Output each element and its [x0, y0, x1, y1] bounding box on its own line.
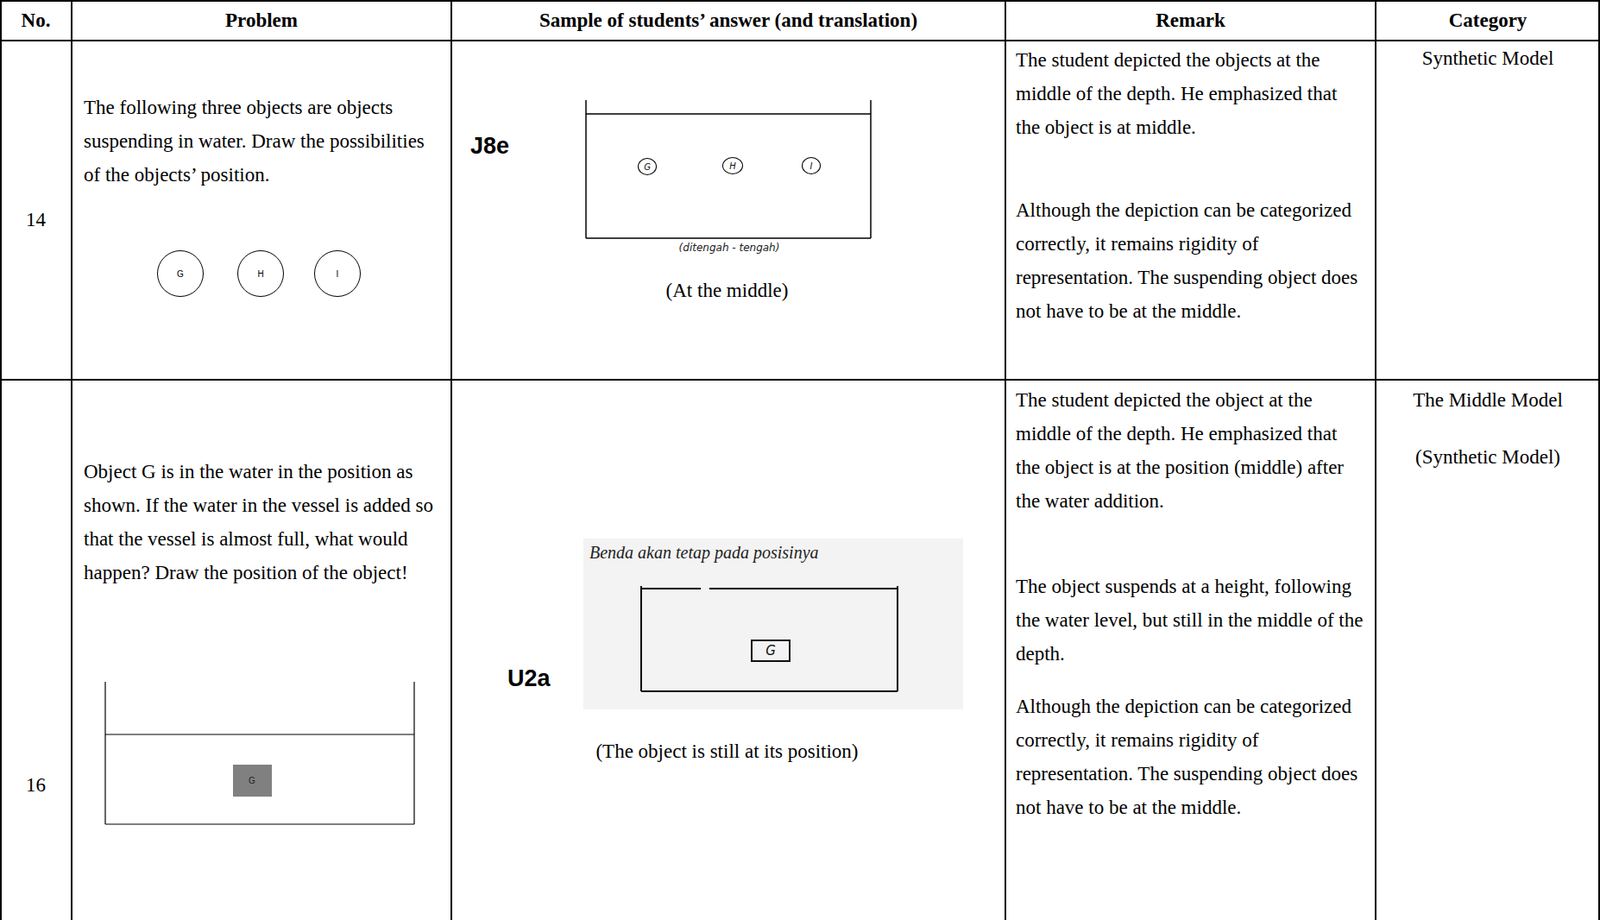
- handwritten-note: (ditengah - tengah): [655, 240, 803, 255]
- object-square: G: [233, 764, 272, 797]
- remark-text: The object suspends at a height, followi…: [1015, 569, 1366, 671]
- tank-j8e: [585, 100, 871, 239]
- object-circle: H: [237, 250, 284, 297]
- remark-text: The student depicted the objects at the …: [1015, 43, 1366, 145]
- remark-text: Although the depiction can be categorize…: [1015, 193, 1366, 328]
- object-letter: I: [336, 269, 340, 279]
- column-header: Remark: [1005, 7, 1376, 34]
- remark-text: The student depicted the object at the m…: [1015, 383, 1366, 518]
- column-header: Problem: [71, 7, 452, 34]
- drawn-object: G: [750, 639, 791, 662]
- column-header: No.: [0, 7, 72, 34]
- object-circle: I: [314, 250, 361, 297]
- object-letter: G: [765, 642, 776, 659]
- column-header: Sample of students’ answer (and translat…: [451, 7, 1006, 34]
- vessel-problem-16: [105, 681, 415, 825]
- category: Synthetic Model: [1380, 41, 1595, 76]
- remark-text: Although the depiction can be categorize…: [1015, 689, 1366, 825]
- category: The Middle Model: [1380, 383, 1595, 417]
- object-letter: G: [248, 775, 256, 786]
- row-number: 16: [0, 768, 72, 802]
- row-number: 14: [0, 202, 72, 237]
- object-letter: I: [810, 161, 813, 171]
- problem-text: The following three objects are objects …: [83, 90, 442, 192]
- drawn-object: H: [722, 157, 744, 175]
- answer-code: U2a: [507, 664, 560, 693]
- object-letter: G: [176, 269, 184, 279]
- object-letter: H: [729, 161, 737, 171]
- column-header: Category: [1375, 7, 1600, 34]
- scan-background: [583, 538, 964, 710]
- drawn-object: G: [637, 157, 657, 176]
- problem-text: Object G is in the water in the position…: [83, 454, 442, 590]
- object-letter: G: [643, 162, 651, 172]
- tank-u2a: [641, 585, 898, 692]
- object-letter: H: [257, 269, 264, 279]
- answer-code: J8e: [470, 132, 523, 160]
- translation: (At the middle): [517, 273, 937, 308]
- handwritten-note: Benda akan tetap pada posisinya: [589, 541, 952, 563]
- category: (Synthetic Model): [1380, 440, 1595, 474]
- translation: (The object is still at its position): [483, 734, 971, 769]
- object-circle: G: [157, 250, 204, 297]
- drawn-object: I: [801, 157, 821, 175]
